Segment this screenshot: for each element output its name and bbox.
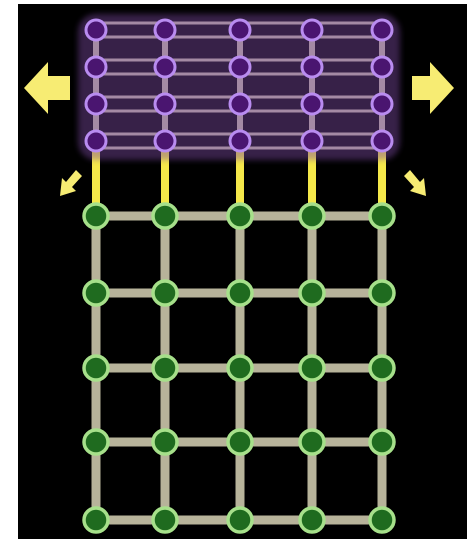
- expanded-node: [84, 508, 108, 532]
- compressed-node: [230, 94, 250, 114]
- expanded-node: [300, 281, 324, 305]
- compressed-node: [155, 57, 175, 77]
- left-arrow-icon: [24, 62, 70, 114]
- compressed-node: [230, 57, 250, 77]
- compressed-node: [86, 20, 106, 40]
- expanded-node: [84, 281, 108, 305]
- expanded-node: [228, 281, 252, 305]
- compressed-node: [86, 94, 106, 114]
- expanded-node: [370, 204, 394, 228]
- compressed-node: [372, 94, 392, 114]
- compressed-node: [302, 20, 322, 40]
- compressed-node: [155, 94, 175, 114]
- compressed-node: [302, 131, 322, 151]
- right-arrow-icon: [412, 62, 454, 114]
- expanded-node: [84, 204, 108, 228]
- down-left-arrow-icon: [60, 170, 82, 196]
- compressed-node: [86, 131, 106, 151]
- expanded-node: [153, 281, 177, 305]
- expanded-node: [228, 356, 252, 380]
- expanded-node: [370, 281, 394, 305]
- expanded-node: [84, 356, 108, 380]
- compressed-node: [302, 57, 322, 77]
- compressed-node: [302, 94, 322, 114]
- compressed-node: [86, 57, 106, 77]
- expanded-node: [153, 356, 177, 380]
- expanded-node: [228, 430, 252, 454]
- expanded-node: [300, 356, 324, 380]
- expanded-node: [153, 204, 177, 228]
- compressed-node: [372, 57, 392, 77]
- compressed-node: [372, 131, 392, 151]
- expanded-node: [153, 430, 177, 454]
- compressed-node: [230, 131, 250, 151]
- expanded-node: [153, 508, 177, 532]
- expanded-node: [228, 204, 252, 228]
- compressed-node: [230, 20, 250, 40]
- expanded-node: [370, 356, 394, 380]
- expanded-node: [300, 508, 324, 532]
- expanded-node: [84, 430, 108, 454]
- compressed-node: [155, 131, 175, 151]
- expanded-node: [300, 204, 324, 228]
- compressed-node: [155, 20, 175, 40]
- compressed-node: [372, 20, 392, 40]
- expanded-node: [300, 430, 324, 454]
- expanded-node: [370, 430, 394, 454]
- expanded-node: [370, 508, 394, 532]
- expanded-node: [228, 508, 252, 532]
- down-right-arrow-icon: [404, 170, 426, 196]
